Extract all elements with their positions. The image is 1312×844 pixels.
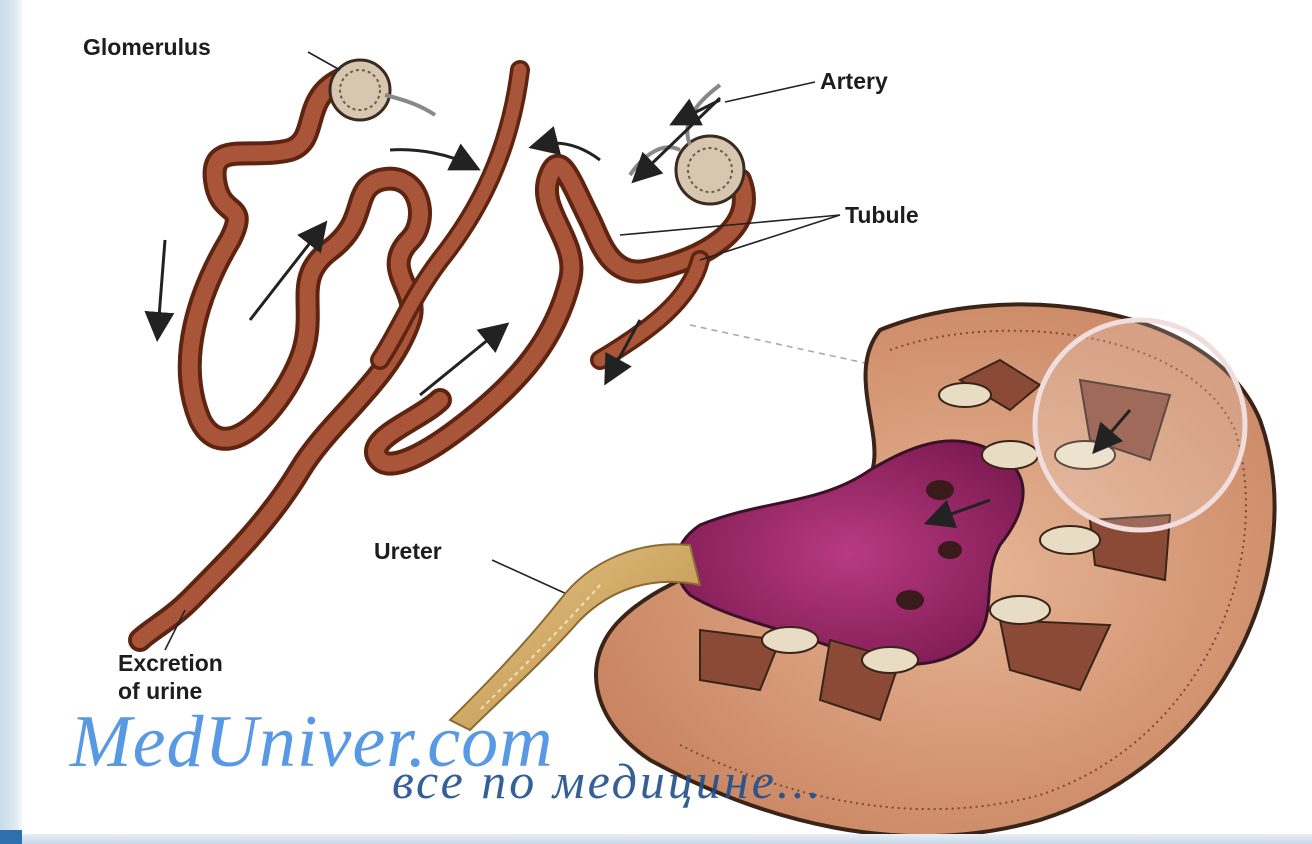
label-excretion-line1: Excretion	[118, 650, 223, 678]
label-excretion-of-urine: Excretion of urine	[118, 650, 223, 705]
bottom-left-strip	[0, 830, 22, 844]
watermark-sub: все по медицине...	[392, 752, 823, 810]
nephron-left	[140, 70, 520, 640]
label-ureter: Ureter	[374, 538, 442, 566]
label-glomerulus: Glomerulus	[83, 34, 211, 62]
bottom-edge-bar	[0, 834, 1312, 844]
label-tubule: Tubule	[845, 202, 919, 230]
glomerulus-left	[330, 60, 435, 120]
label-artery: Artery	[820, 68, 888, 96]
glomerulus-right	[630, 85, 744, 204]
